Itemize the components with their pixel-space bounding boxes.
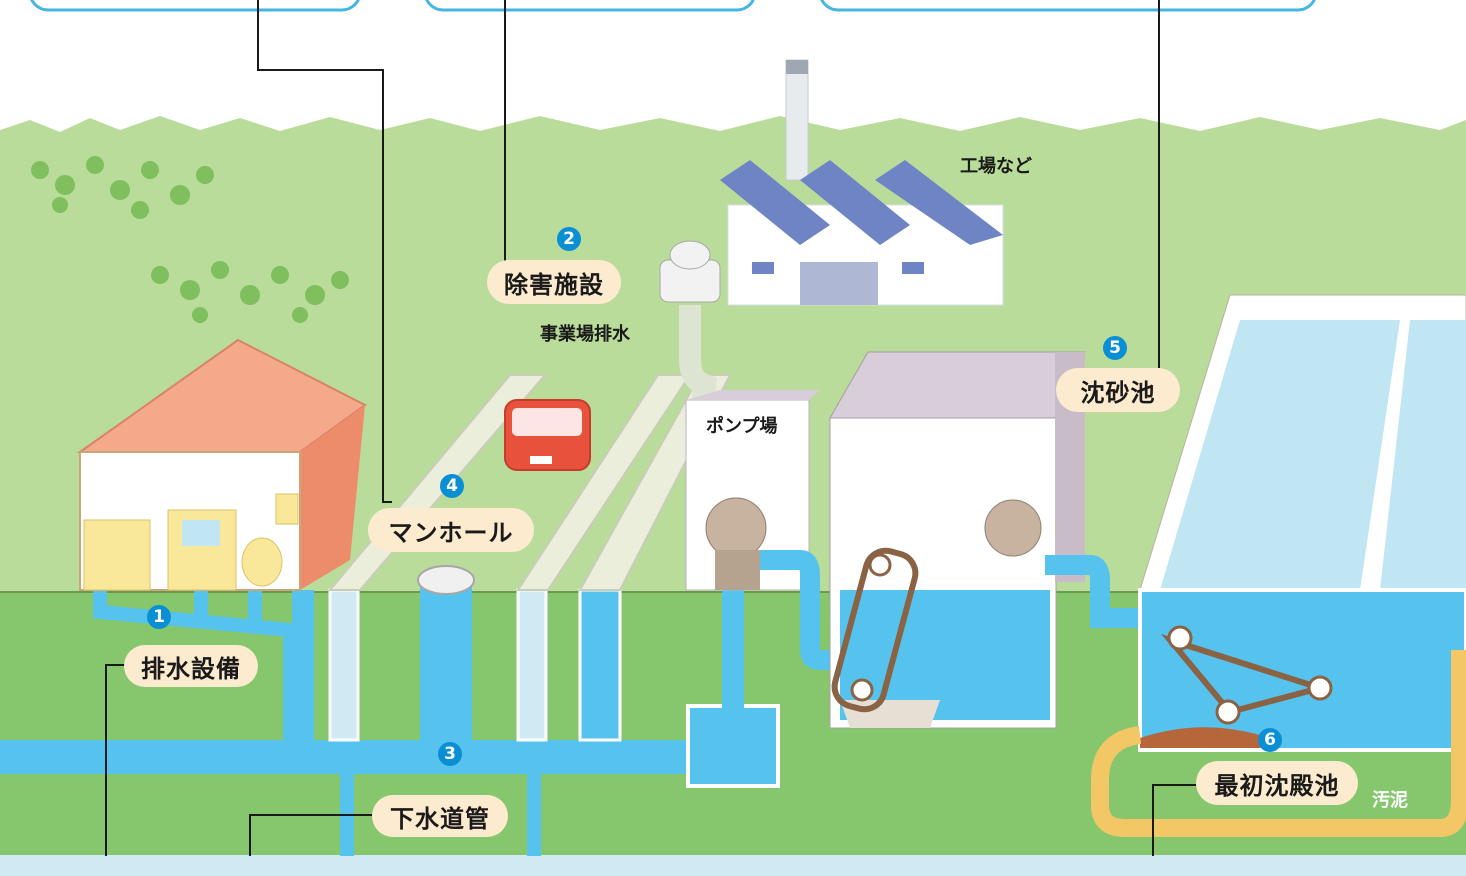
label-drainage-equipment: 排水設備 <box>124 645 258 687</box>
label-sewer-pipe: 下水道管 <box>372 795 508 837</box>
label-manhole: マンホール <box>368 508 534 552</box>
manhole-cover <box>417 565 475 595</box>
step-6-badge: 6 <box>1258 728 1282 752</box>
pump-station <box>685 390 845 670</box>
step-1-badge: 1 <box>147 605 171 629</box>
pump-well <box>686 704 780 788</box>
house-drain-pipe <box>93 590 297 740</box>
callout-box-middle <box>425 0 755 12</box>
callout-box-left <box>30 0 360 12</box>
sludge-pipe <box>1091 650 1466 837</box>
step-4-badge: 4 <box>440 474 464 498</box>
clover-patch-1 <box>31 156 214 219</box>
manhole-shaft <box>420 580 472 740</box>
step-5-badge: 5 <box>1103 336 1127 360</box>
detox-facility <box>659 240 721 422</box>
red-van <box>504 399 591 471</box>
step-3-badge: 3 <box>438 742 462 766</box>
sky <box>0 0 1466 140</box>
bottom-water-band <box>0 855 1466 876</box>
label-detox-facility: 除害施設 <box>487 260 621 304</box>
label-pump-station: ポンプ場 <box>706 416 778 437</box>
connector-lines <box>105 0 1196 856</box>
label-factory: 工場など <box>960 156 1032 177</box>
grit-chamber <box>829 351 1145 729</box>
main-sewer-pipe <box>0 740 700 774</box>
house <box>76 338 367 591</box>
label-grit-chamber: 沈砂池 <box>1056 368 1180 412</box>
step-2-badge: 2 <box>557 227 581 251</box>
label-primary-settling-tank: 最初沈殿池 <box>1196 761 1358 805</box>
grass-field <box>0 116 1466 600</box>
clover-patch-2 <box>151 261 349 323</box>
factory <box>720 59 1004 306</box>
callout-box-right <box>820 0 1316 12</box>
label-sludge: 汚泥 <box>1372 790 1408 811</box>
label-business-wastewater: 事業場排水 <box>540 324 630 345</box>
settling-tank <box>1091 294 1466 837</box>
